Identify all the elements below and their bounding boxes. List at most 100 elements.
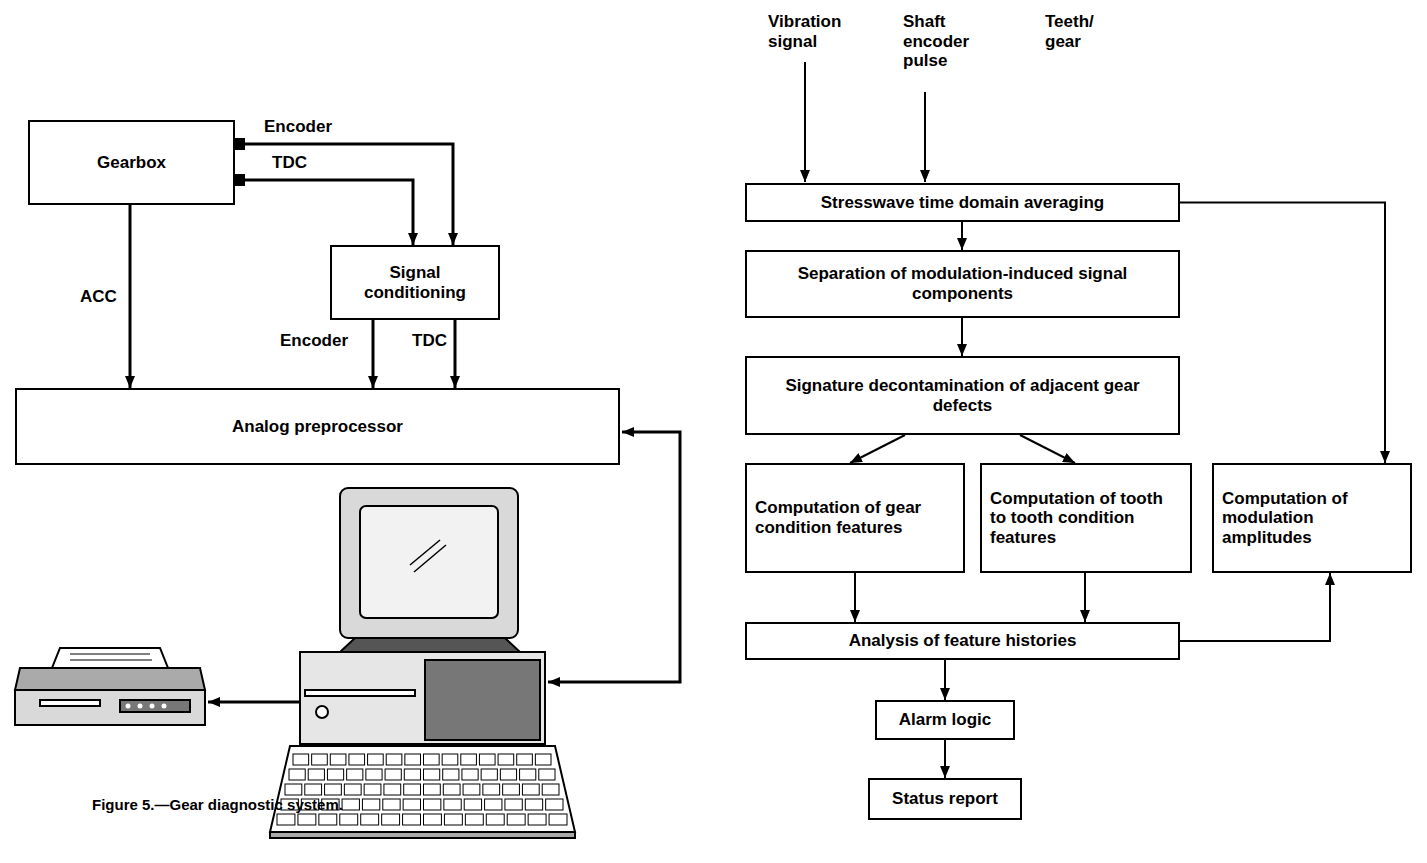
- process-box: Analysis of feature histories: [745, 622, 1180, 660]
- key: [285, 784, 302, 795]
- key: [486, 814, 504, 825]
- key: [403, 814, 421, 825]
- key: [546, 799, 563, 810]
- process-box: Signature decontamination of adjacent ge…: [745, 356, 1180, 435]
- flow-connector: [944, 740, 946, 778]
- key: [444, 814, 462, 825]
- process-box: Analog preprocessor: [15, 388, 620, 465]
- key: [517, 754, 533, 765]
- key: [319, 814, 337, 825]
- key: [481, 769, 497, 780]
- box-label: Status report: [892, 789, 998, 809]
- signal-label: Encoder: [262, 118, 334, 137]
- key: [289, 769, 305, 780]
- key: [479, 754, 495, 765]
- key: [405, 754, 421, 765]
- key: [364, 784, 381, 795]
- box-label: Computation of tooth to tooth condition …: [990, 489, 1182, 548]
- process-box: Stresswave time domain averaging: [745, 183, 1180, 222]
- flow-connector: [235, 144, 453, 245]
- flow-connector: [454, 320, 457, 388]
- key: [443, 769, 459, 780]
- key: [298, 814, 316, 825]
- flow-connector: [372, 320, 375, 388]
- key: [505, 799, 522, 810]
- key: [485, 799, 502, 810]
- box-label: Analysis of feature histories: [849, 631, 1077, 651]
- flow-connector: [1084, 573, 1086, 622]
- key: [340, 814, 358, 825]
- print-link: [208, 701, 300, 704]
- key: [308, 769, 324, 780]
- key: [404, 769, 420, 780]
- key: [368, 754, 384, 765]
- flow-connector: [129, 205, 132, 388]
- data-link: [548, 432, 680, 682]
- box-label: Computation of gear condition features: [755, 498, 955, 537]
- flow-connector: [961, 222, 963, 250]
- key: [500, 769, 516, 780]
- flow-connector: [961, 318, 963, 356]
- process-box: Computation of tooth to tooth condition …: [980, 463, 1192, 573]
- key: [384, 784, 401, 795]
- key: [342, 799, 359, 810]
- flow-connector: [1180, 203, 1385, 464]
- box-label: Signature decontamination of adjacent ge…: [755, 376, 1170, 415]
- signal-label: ACC: [78, 288, 119, 307]
- key: [424, 784, 441, 795]
- signal-label: TDC: [410, 332, 449, 351]
- key: [325, 784, 342, 795]
- flow-connector: [854, 573, 856, 622]
- computer-illustration: [270, 488, 575, 838]
- signal-label: Encoder: [278, 332, 350, 351]
- key: [347, 769, 363, 780]
- key: [483, 784, 500, 795]
- key: [366, 769, 382, 780]
- key: [522, 784, 539, 795]
- flow-connector: [235, 180, 413, 245]
- box-label: Alarm logic: [899, 710, 992, 730]
- key: [525, 799, 542, 810]
- box-label: Stresswave time domain averaging: [821, 193, 1104, 213]
- key: [463, 784, 480, 795]
- box-label: Gearbox: [97, 153, 166, 173]
- key: [386, 754, 402, 765]
- process-box: Gearbox: [28, 120, 235, 205]
- key: [312, 754, 328, 765]
- key: [362, 799, 379, 810]
- key: [424, 754, 440, 765]
- signal-label: TDC: [270, 154, 309, 173]
- process-box: Signal conditioning: [330, 245, 500, 320]
- key: [293, 754, 309, 765]
- key: [330, 754, 346, 765]
- key: [361, 814, 379, 825]
- key: [539, 769, 555, 780]
- key: [535, 754, 551, 765]
- key: [507, 814, 525, 825]
- key: [305, 784, 322, 795]
- flow-connector: [944, 660, 946, 700]
- key: [549, 814, 567, 825]
- key: [344, 784, 361, 795]
- flow-connector: [1180, 573, 1330, 641]
- process-box: Alarm logic: [875, 700, 1015, 740]
- key: [277, 814, 295, 825]
- key: [403, 799, 420, 810]
- box-label: Separation of modulation-induced signal …: [755, 264, 1170, 303]
- input-label: Vibration signal: [768, 12, 850, 51]
- key: [424, 814, 442, 825]
- keyboard-keys: [277, 754, 567, 825]
- key: [442, 754, 458, 765]
- key: [443, 784, 460, 795]
- key: [383, 799, 400, 810]
- process-box: Separation of modulation-induced signal …: [745, 250, 1180, 318]
- key: [424, 799, 441, 810]
- process-box: Computation of gear condition features: [745, 463, 965, 573]
- process-box: Status report: [868, 778, 1022, 820]
- key: [528, 814, 546, 825]
- key: [465, 814, 483, 825]
- figure-caption: Figure 5.—Gear diagnostic system.: [92, 796, 343, 813]
- flow-connector: [850, 435, 905, 463]
- box-label: Computation of modulation amplitudes: [1222, 489, 1402, 548]
